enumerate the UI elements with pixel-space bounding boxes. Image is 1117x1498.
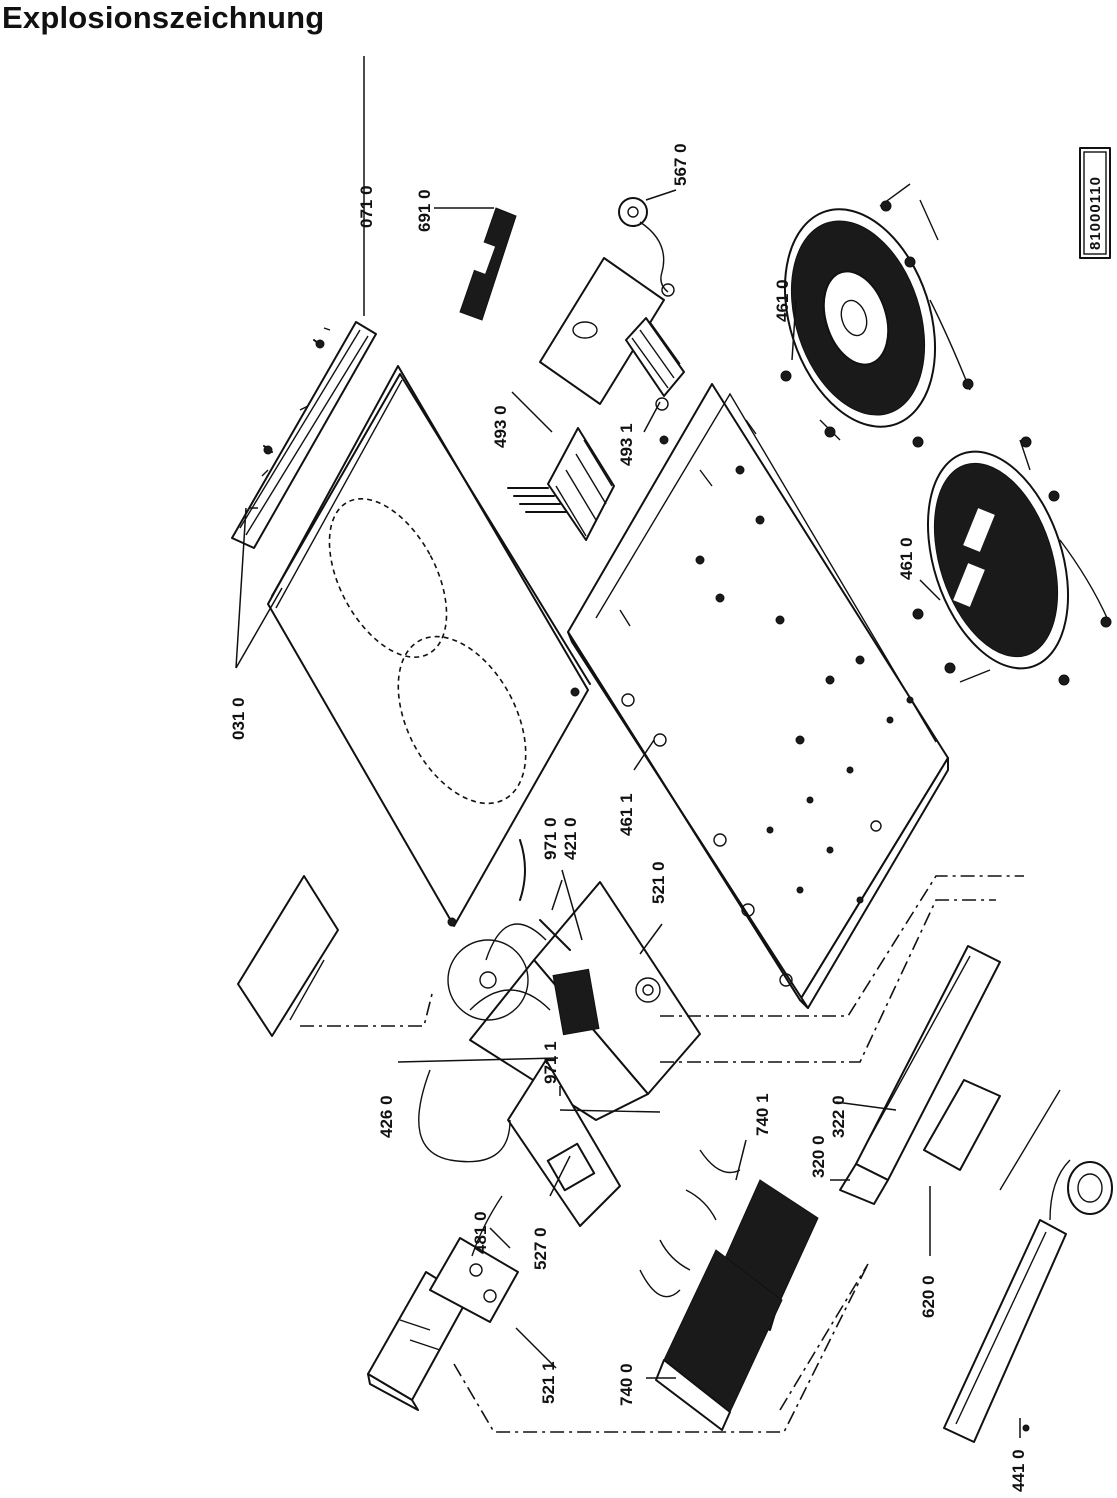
label-461-0-lower: 461 0 bbox=[897, 537, 916, 580]
leader-lines bbox=[235, 56, 1021, 1438]
label-031-0: 031 0 bbox=[229, 697, 248, 740]
label-567-0: 567 0 bbox=[671, 143, 690, 186]
control-panel-decal bbox=[459, 207, 517, 321]
terminal-block bbox=[507, 427, 669, 541]
base-housing bbox=[567, 383, 949, 1009]
label-421-0: 421 0 bbox=[561, 817, 580, 860]
label-481-0: 481 0 bbox=[471, 1211, 490, 1254]
induction-coil-upper bbox=[780, 183, 974, 448]
shield-plate bbox=[237, 875, 433, 1037]
base-rivets bbox=[621, 465, 914, 987]
page-title: Explosionszeichnung bbox=[2, 0, 325, 35]
label-320-0: 320 0 bbox=[809, 1135, 828, 1178]
part-labels: 031 0 071 0 691 0 567 0 493 0 493 1 461 … bbox=[229, 143, 1028, 1492]
induction-coil-lower bbox=[912, 436, 1112, 686]
drawing-code-box: 81000110 bbox=[1079, 147, 1111, 259]
label-740-1: 740 1 bbox=[753, 1093, 772, 1136]
temperature-sensor bbox=[618, 197, 675, 297]
label-620-0: 620 0 bbox=[919, 1275, 938, 1318]
bracket bbox=[625, 317, 685, 411]
label-521-1: 521 1 bbox=[539, 1361, 558, 1404]
label-691-0: 691 0 bbox=[415, 189, 434, 232]
label-426-0: 426 0 bbox=[377, 1095, 396, 1138]
label-071-0: 071 0 bbox=[357, 185, 376, 228]
insulation-plate bbox=[539, 257, 665, 405]
label-493-1: 493 1 bbox=[617, 423, 636, 466]
label-493-0: 493 0 bbox=[491, 405, 510, 448]
glass-ceramic-top bbox=[267, 365, 591, 927]
label-322-0: 322 0 bbox=[829, 1095, 848, 1138]
cooling-fan bbox=[943, 1089, 1113, 1443]
label-461-0-upper: 461 0 bbox=[773, 279, 792, 322]
label-971-0: 971 0 bbox=[541, 817, 560, 860]
label-461-1: 461 1 bbox=[617, 793, 636, 836]
power-module bbox=[418, 1059, 661, 1227]
label-441-0: 441 0 bbox=[1009, 1449, 1028, 1492]
label-740-0: 740 0 bbox=[617, 1363, 636, 1406]
main-circuit-board bbox=[447, 839, 1024, 1121]
label-527-0: 527 0 bbox=[531, 1227, 550, 1270]
front-control-panel bbox=[367, 1195, 869, 1433]
label-521-0: 521 0 bbox=[649, 861, 668, 904]
front-trim-strip bbox=[231, 321, 377, 549]
air-duct-profile bbox=[839, 945, 1001, 1205]
label-971-1: 971 1 bbox=[541, 1041, 560, 1084]
drawing-code: 81000110 bbox=[1087, 176, 1104, 250]
